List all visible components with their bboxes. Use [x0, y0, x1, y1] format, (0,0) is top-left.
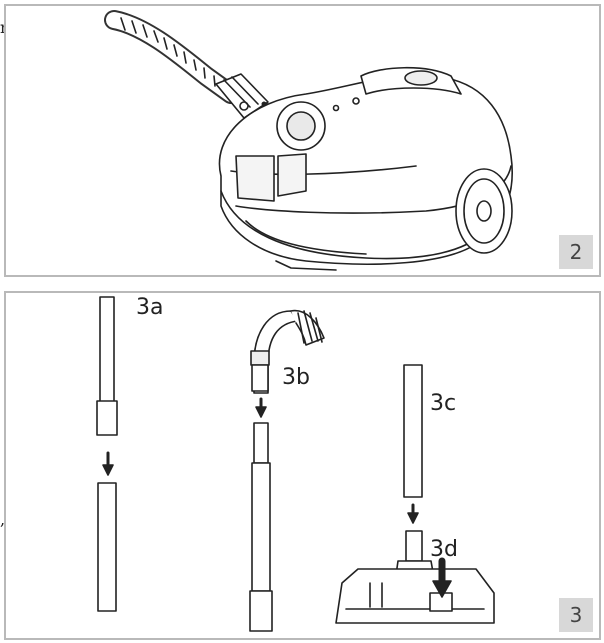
tube-3b — [249, 422, 273, 632]
step-number-badge: 2 — [559, 235, 593, 269]
rear-wheel — [455, 168, 513, 254]
step-number-badge: 3 — [559, 598, 593, 632]
edge-fragment-mid: , — [0, 510, 6, 529]
vacuum-hose-illustration — [104, 10, 514, 271]
step-2-panel: 2 — [4, 4, 601, 277]
step-3-panel: 3a 3b 3c 3d 3 — [4, 291, 601, 640]
label-3d: 3d — [430, 537, 458, 562]
label-3a: 3a — [136, 295, 164, 320]
tube-3a-lower — [97, 482, 117, 612]
tube-3a-upper — [96, 296, 118, 436]
tube-3c — [403, 364, 423, 498]
label-3b: 3b — [282, 365, 310, 390]
label-3c: 3c — [430, 391, 457, 416]
tube-assembly-illustration — [96, 296, 495, 632]
floor-nozzle-3d — [335, 530, 495, 624]
